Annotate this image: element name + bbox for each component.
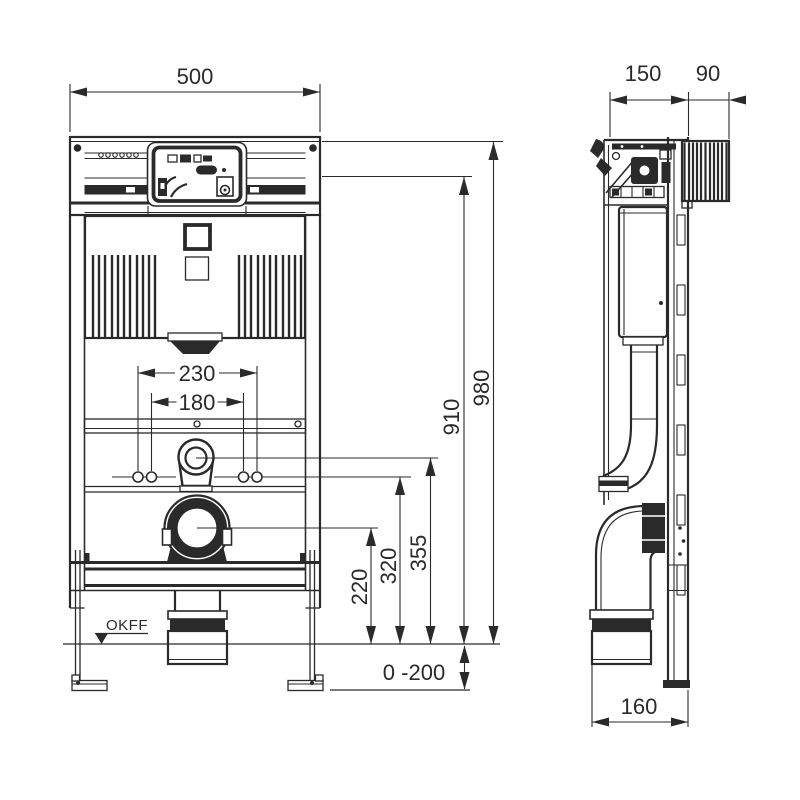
dim-label-980: 980 — [469, 370, 494, 407]
dim-label-230: 230 — [179, 361, 216, 386]
side-frame — [603, 137, 690, 688]
dim-feet-range: 0 -200 — [383, 645, 470, 690]
dim-height-980: 980 — [322, 140, 503, 644]
front-view: OKFF 500 230 — [63, 64, 503, 692]
wc-connector-block — [642, 503, 665, 553]
dim-label-feet-range: 0 -200 — [383, 660, 445, 685]
funnel-flange — [167, 332, 223, 342]
side-drain-elbow — [594, 503, 665, 610]
hatch-right — [237, 255, 303, 337]
dim-label-500: 500 — [177, 64, 214, 89]
floor-level-icon — [95, 634, 108, 644]
front-top-assembly — [70, 144, 320, 216]
flush-button-opening — [183, 223, 212, 251]
dim-width-500: 500 — [69, 64, 321, 132]
dim-height-910: 910 — [322, 175, 472, 644]
dim-label-910: 910 — [439, 399, 464, 436]
front-crossbars — [70, 418, 320, 592]
side-drain-socket — [589, 609, 654, 666]
side-cistern-tank — [617, 205, 669, 346]
foot-right — [287, 674, 324, 692]
floor-level-marker: OKFF — [95, 617, 148, 644]
side-flush-pipe — [598, 345, 659, 493]
dim-label-150: 150 — [625, 61, 662, 86]
front-legs — [70, 550, 324, 692]
dim-drain-offset-160: 160 — [591, 648, 689, 727]
foot-left — [71, 674, 108, 692]
dim-label-180: 180 — [179, 390, 216, 415]
dim-label-220: 220 — [347, 569, 372, 606]
front-drain-pipe — [166, 590, 229, 666]
dim-bolts-180: 180 — [150, 390, 245, 471]
front-cistern-tank — [83, 214, 307, 354]
dim-height-220: 220 — [347, 528, 376, 644]
front-flush-connection — [177, 438, 438, 493]
front-service-box — [146, 141, 248, 207]
front-drain-connection — [161, 494, 378, 562]
dim-label-90: 90 — [696, 61, 720, 86]
side-view: 150 90 160 — [589, 61, 746, 727]
side-top-mechanism — [590, 139, 676, 206]
front-wc-bolts — [112, 471, 411, 483]
hatch-left — [91, 255, 157, 337]
dim-label-160: 160 — [621, 694, 658, 719]
dim-bolts-230: 230 — [137, 360, 258, 471]
dim-depth-150: 150 — [609, 61, 729, 137]
funnel — [170, 341, 220, 354]
dim-height-320: 320 — [376, 477, 405, 644]
dim-label-355: 355 — [406, 535, 431, 572]
dim-depth-90: 90 — [696, 61, 746, 139]
side-foot — [663, 680, 690, 688]
dim-height-355: 355 — [406, 458, 436, 644]
floor-level-label: OKFF — [106, 617, 148, 634]
dim-label-320: 320 — [376, 548, 401, 585]
drain-seal — [170, 619, 225, 631]
side-protection-box — [680, 139, 731, 209]
